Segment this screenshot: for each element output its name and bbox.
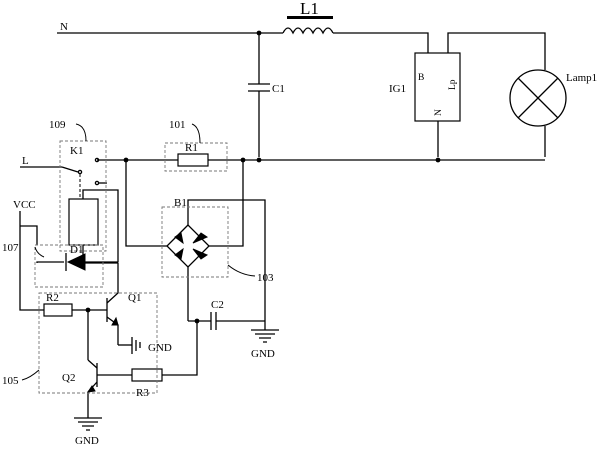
relay-contact-pivot [77, 169, 83, 175]
relay-contact-top [94, 157, 100, 163]
label-r1: R1 [185, 142, 198, 154]
relay-contact-bottom [94, 180, 100, 186]
leader-109 [75, 123, 87, 142]
capacitor-c1 [248, 83, 270, 92]
leader-103 [227, 264, 256, 277]
label-c2: C2 [211, 299, 224, 311]
junction-bus-c1 [256, 157, 262, 163]
label-b1: B1 [174, 197, 187, 209]
label-r2: R2 [46, 292, 59, 304]
gnd-symbol-2 [251, 329, 279, 343]
label-n-line: N [60, 21, 68, 33]
q1-emitter-arrow [111, 316, 119, 326]
label-ref-109: 109 [49, 119, 66, 131]
label-l-line: L [22, 155, 29, 167]
dashed-box-103 [161, 206, 229, 278]
dashed-box-101 [164, 142, 228, 172]
bridge-diode-1 [174, 232, 184, 245]
resistor-r3 [131, 368, 163, 382]
label-relay-k1: K1 [70, 145, 83, 157]
leader-101 [191, 123, 201, 144]
label-q1: Q1 [128, 292, 141, 304]
d1-right-wire [85, 245, 119, 263]
label-ig-pin-n: N [434, 109, 444, 116]
leader-105 [21, 369, 40, 381]
inductor-coil [282, 27, 334, 35]
bridge-ac-left-wire [125, 160, 167, 247]
dashed-box-105 [38, 292, 158, 394]
bridge-diode-3 [174, 247, 184, 260]
leader-107 [34, 246, 45, 258]
label-ref-107: 107 [2, 242, 19, 254]
bridge-diamond [166, 224, 210, 268]
label-q2: Q2 [62, 372, 75, 384]
relay-contact-arm [61, 166, 79, 173]
label-d1: D1 [70, 244, 83, 256]
junction-q2 [85, 307, 91, 313]
bridge-diode-2 [192, 232, 209, 244]
bridge-dc-top-wire [187, 199, 266, 330]
dashed-box-109 [59, 140, 107, 252]
inductor-core-bar [287, 16, 333, 19]
bridge-diode-4 [192, 248, 209, 260]
diode-d1 [66, 253, 86, 271]
label-ig-pin-lp: Lp [448, 79, 458, 90]
relay-coil [68, 198, 99, 246]
label-c1: C1 [272, 83, 285, 95]
label-ref-103: 103 [257, 272, 274, 284]
label-r3: R3 [136, 387, 149, 399]
label-vcc: VCC [13, 199, 36, 211]
bridge-ac-right-wire [209, 160, 244, 247]
label-ig-pin-b: B [418, 73, 424, 83]
r2-left-wire [19, 263, 44, 311]
junction-c2 [194, 318, 200, 324]
d1-left-wire [36, 261, 64, 263]
label-gnd-2: GND [251, 348, 275, 360]
q1-collector-emitter [106, 263, 119, 345]
lamp-cross [517, 77, 559, 119]
r3-right-wire [162, 372, 198, 376]
lp-to-lamp-wire [447, 32, 546, 70]
label-gnd-1: GND [148, 342, 172, 354]
n-wire-right [333, 32, 429, 53]
label-ref-105: 105 [2, 375, 19, 387]
igniter-box [414, 52, 461, 122]
gnd-symbol-3 [74, 417, 102, 431]
label-ref-101: 101 [169, 119, 186, 131]
vcc-to-d1-wire [20, 225, 38, 245]
resistor-r2 [43, 303, 73, 317]
label-gnd-3: GND [75, 435, 99, 447]
label-lamp: Lamp1 [566, 72, 597, 84]
junction-bus-ig [435, 157, 441, 163]
label-inductor: L1 [300, 0, 319, 18]
coil-top-wire [82, 189, 119, 245]
capacitor-c2 [210, 312, 217, 330]
lamp-symbol [509, 69, 567, 127]
label-igniter: IG1 [389, 83, 406, 95]
q2-emitter-arrow [86, 385, 96, 393]
gnd-symbol-1 [131, 337, 141, 354]
resistor-r1 [177, 153, 209, 167]
